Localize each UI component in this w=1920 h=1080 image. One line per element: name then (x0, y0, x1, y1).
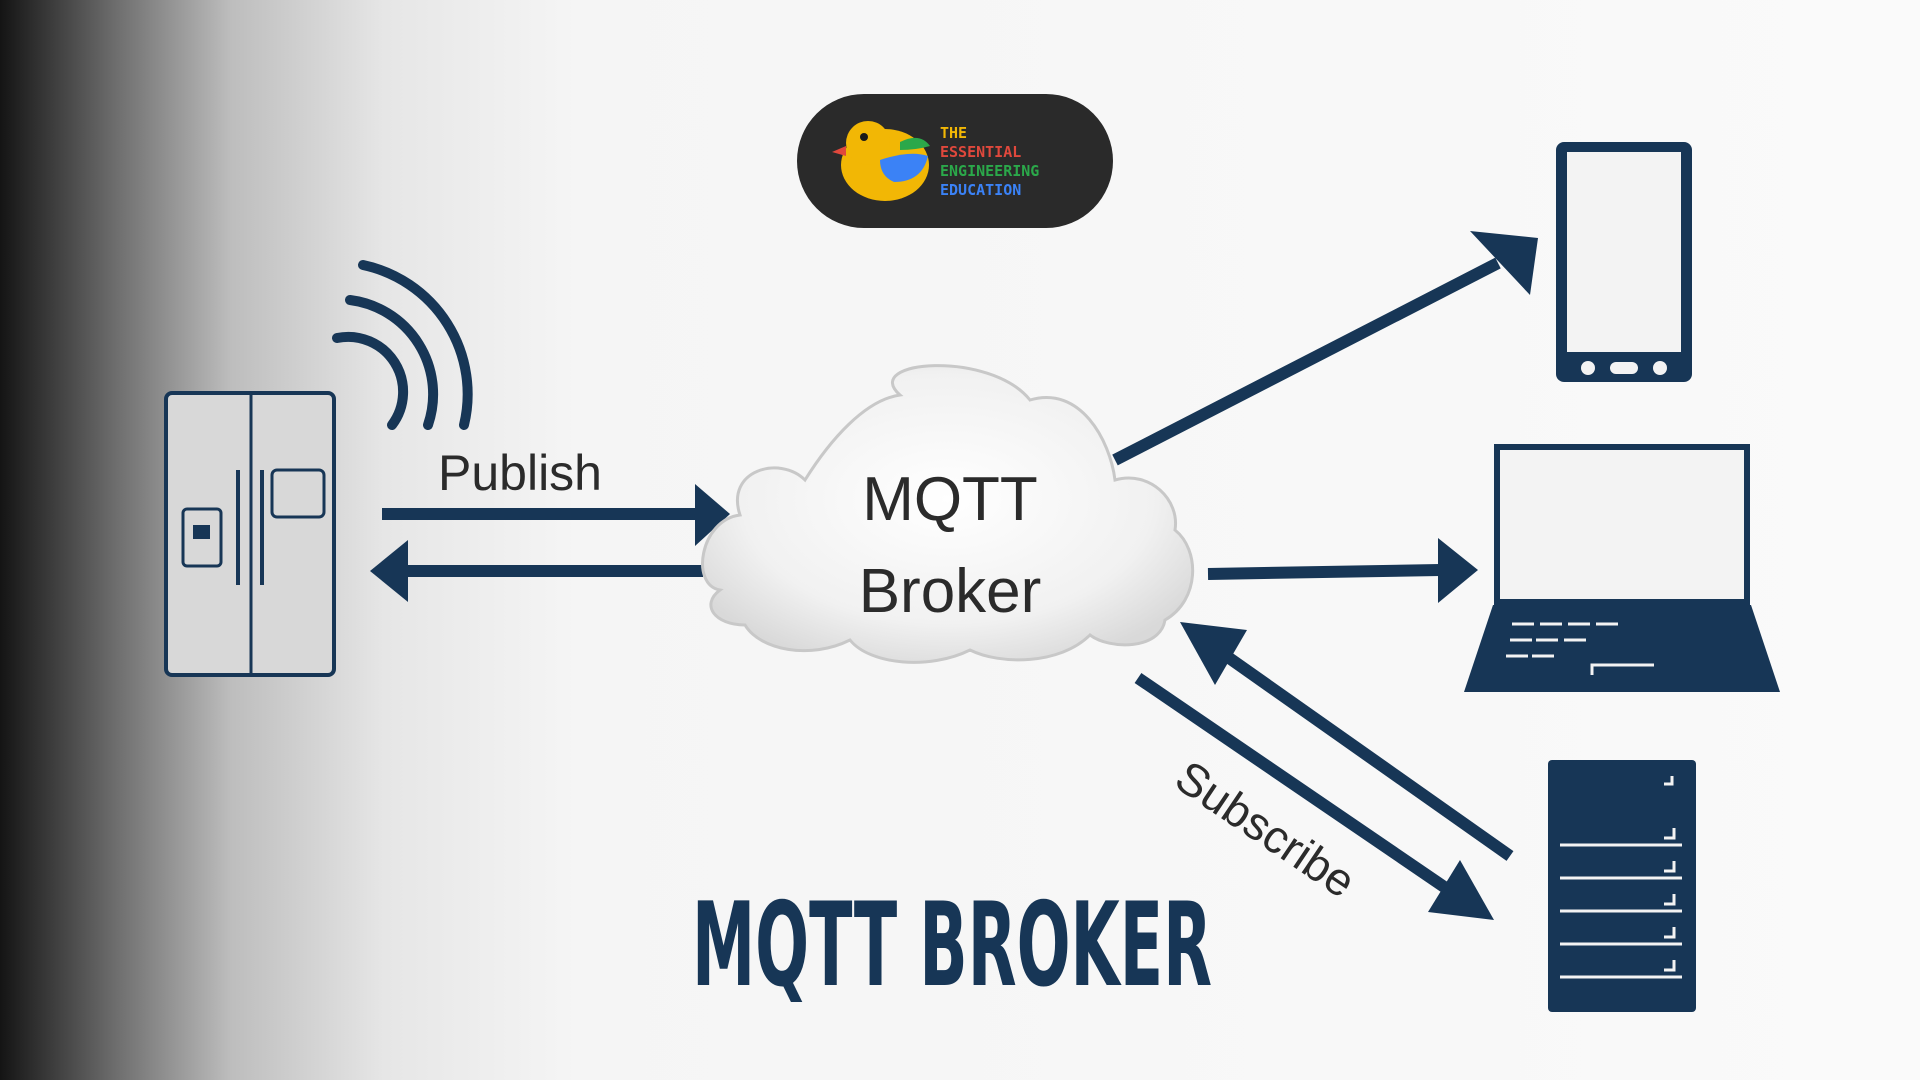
logo-badge: THE ESSENTIAL ENGINEERING EDUCATION (797, 94, 1113, 228)
logo-line-3: ENGINEERING (940, 162, 1039, 180)
arrow-from-server (1180, 622, 1514, 861)
publish-arrow (382, 484, 730, 546)
laptop-icon (1464, 444, 1780, 692)
publish-label: Publish (438, 445, 602, 501)
broker-label-line-2: Broker (859, 557, 1042, 626)
page-title: MQTT BROKER (692, 878, 1212, 1013)
wifi-signal-icon (332, 260, 473, 430)
logo-line-2: ESSENTIAL (940, 143, 1021, 161)
arrow-to-server (1134, 673, 1494, 920)
duck-icon (832, 121, 930, 201)
return-arrow (370, 540, 703, 602)
logo-line-1: THE (940, 124, 967, 142)
smartphone-icon (1556, 142, 1692, 382)
arrow-to-smartphone (1112, 231, 1538, 466)
refrigerator-icon (164, 391, 336, 677)
arrow-to-laptop (1207, 538, 1478, 603)
cloud-icon (701, 364, 1195, 664)
server-rack-icon (1548, 760, 1696, 1012)
broker-label-line-1: MQTT (862, 465, 1038, 534)
logo-line-4: EDUCATION (940, 181, 1021, 199)
